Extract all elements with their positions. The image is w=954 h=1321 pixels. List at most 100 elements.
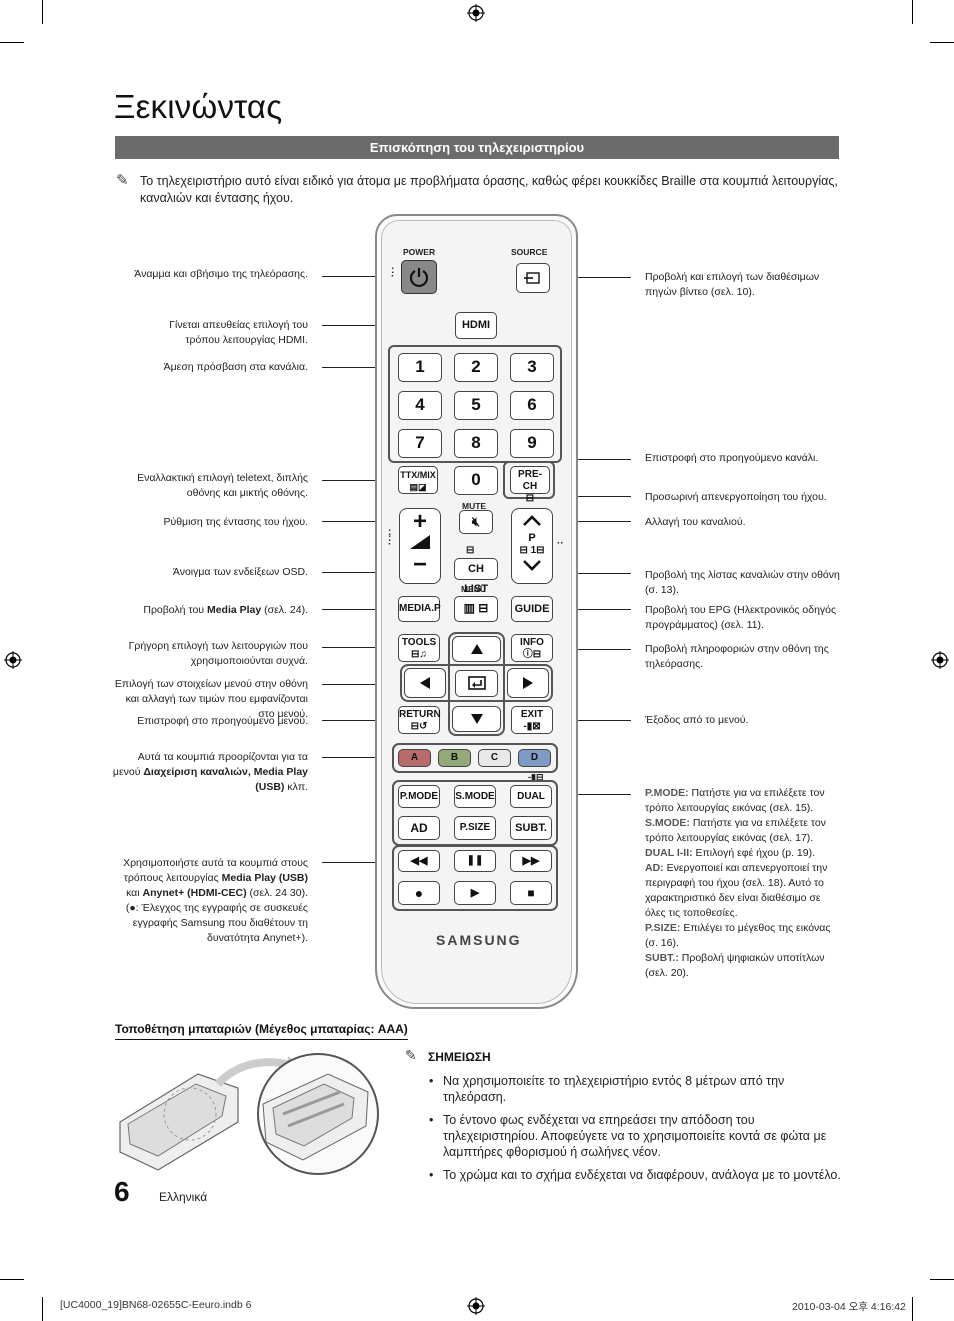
arrow-right-icon xyxy=(523,677,533,689)
play-icon: ▶ xyxy=(470,887,480,899)
number-pad xyxy=(388,345,562,463)
label-media-play: Προβολή του Media Play (σελ. 24). xyxy=(143,604,308,616)
dpad-up-button[interactable] xyxy=(452,636,501,662)
label-tools: Γρήγορη επιλογή των λειτουργιών που χρησ… xyxy=(128,640,308,667)
section-title: Επισκόπηση του τηλεχειριστηρίου xyxy=(115,136,839,159)
channel-guide-icons: ⊟ 1⊟ xyxy=(519,545,545,556)
battery-heading: Τοποθέτηση μπαταριών (Μέγεθος μπαταρίας:… xyxy=(115,1022,408,1040)
digit-2-button[interactable]: 2 xyxy=(454,353,498,382)
samsung-logo: SAMSUNG xyxy=(436,932,522,948)
menu-icon: ▥ ⊟ xyxy=(463,601,489,615)
ad-button[interactable]: AD xyxy=(398,816,440,840)
rewind-icon: ◀◀ xyxy=(410,855,428,867)
label-power: Άναμμα και σβήσιμο της τηλεόρασης. xyxy=(134,268,308,280)
note-heading: ΣΗΜΕΙΩΣΗ xyxy=(428,1050,491,1064)
channel-up-icon xyxy=(523,515,541,526)
battery-illustration xyxy=(119,1053,379,1175)
color-buttons-group xyxy=(392,743,558,773)
digit-5-button[interactable]: 5 xyxy=(454,391,498,420)
label-navigation: Επιλογή των στοιχείων μενού στην οθόνη κ… xyxy=(114,678,308,720)
registration-mark-bottom xyxy=(467,1297,485,1315)
dpad-vertical-frame xyxy=(448,632,505,736)
fast-forward-button[interactable]: ▶▶ xyxy=(510,850,552,872)
arrow-down-icon xyxy=(470,714,483,724)
label-info: Προβολή πληροφοριών στην οθόνη της τηλεό… xyxy=(645,643,829,670)
label-prech: Επιστροφή στο προηγούμενο κανάλι. xyxy=(645,452,819,464)
ch-list-button[interactable]: CH LIST xyxy=(454,558,498,595)
exit-button[interactable]: EXIT-▮⊠ xyxy=(511,706,553,734)
color-a-button[interactable]: A xyxy=(398,749,431,767)
channel-down-icon xyxy=(523,560,541,571)
speaker-mute-icon: 🔇︎ xyxy=(471,514,481,529)
registration-mark-left xyxy=(4,651,22,669)
digit-4-button[interactable]: 4 xyxy=(398,391,442,420)
digit-6-button[interactable]: 6 xyxy=(510,391,554,420)
label-hdmi: Γίνεται απευθείας επιλογή του τρόπου λει… xyxy=(169,319,308,346)
label-return: Επιστροφή στο προηγούμενο μενού. xyxy=(137,715,308,727)
note-item: •Το χρώμα και το σχήμα ενδέχεται να διαφ… xyxy=(429,1168,841,1182)
dpad-down-button[interactable] xyxy=(452,706,501,732)
volume-rocker[interactable]: + − xyxy=(399,508,441,584)
stop-button[interactable]: ■ xyxy=(510,881,552,905)
color-d-button[interactable]: D xyxy=(518,749,551,767)
prech-button[interactable]: PRE-CH⊟ xyxy=(510,466,550,504)
digit-3-button[interactable]: 3 xyxy=(510,353,554,382)
channel-rocker[interactable]: P ⊟ 1⊟ xyxy=(511,508,553,584)
braille-dots-volume: ::· xyxy=(388,527,392,550)
chlist-icon: ⊟ xyxy=(466,545,475,556)
hdmi-button[interactable]: HDMI xyxy=(455,312,497,339)
digit-7-button[interactable]: 7 xyxy=(398,429,442,458)
registration-mark-right xyxy=(931,651,949,669)
dpad-right-button[interactable] xyxy=(507,668,549,698)
power-label: POWER xyxy=(403,247,436,257)
digit-9-button[interactable]: 9 xyxy=(510,429,554,458)
source-button[interactable] xyxy=(516,263,550,293)
digit-1-button[interactable]: 1 xyxy=(398,353,442,382)
page-language: Ελληνικά xyxy=(159,1190,208,1204)
record-button[interactable]: ● xyxy=(398,881,440,905)
page-number: 6 xyxy=(114,1176,130,1207)
source-icon xyxy=(524,272,540,284)
label-exit: Έξοδος από το μενού. xyxy=(645,714,749,726)
mute-button[interactable]: 🔇︎ xyxy=(459,510,493,534)
enter-button[interactable] xyxy=(455,670,498,697)
color-b-button[interactable]: B xyxy=(438,749,471,767)
arrow-up-icon xyxy=(470,644,483,654)
pause-icon: ❚❚ xyxy=(466,855,484,866)
record-icon: ● xyxy=(414,885,424,901)
power-icon xyxy=(409,268,429,288)
p-size-button[interactable]: P.SIZE xyxy=(454,816,496,840)
note-item: •Το έντονο φως ενδέχεται να επηρεάσει τη… xyxy=(429,1113,827,1159)
digit-8-button[interactable]: 8 xyxy=(454,429,498,458)
channel-p-label: P xyxy=(528,532,536,544)
prech-group xyxy=(503,461,555,499)
ttx-mix-button[interactable]: TTX/MIX▤◪ xyxy=(398,466,438,494)
power-button[interactable] xyxy=(401,260,437,294)
guide-button[interactable]: GUIDE xyxy=(511,596,553,622)
play-button[interactable]: ▶ xyxy=(454,881,496,905)
note-item: •Να χρησιμοποιείτε το τηλεχειριστήριο εν… xyxy=(429,1074,785,1104)
digit-0-button[interactable]: 0 xyxy=(454,466,498,495)
menu-button[interactable]: ▥ ⊟ xyxy=(454,596,498,622)
menu-label: MENU xyxy=(461,584,487,594)
note-pencil-icon: ✎ xyxy=(116,172,129,189)
s-mode-button[interactable]: S.MODE xyxy=(454,785,496,808)
p-mode-button[interactable]: P.MODE xyxy=(398,785,440,808)
fast-forward-icon: ▶▶ xyxy=(522,855,540,867)
return-button[interactable]: RETURN⊟↺ xyxy=(398,706,441,734)
volume-ramp-icon xyxy=(410,535,430,549)
tools-button[interactable]: TOOLS⊟♫ xyxy=(398,634,440,662)
playback-buttons-group xyxy=(392,845,558,911)
rewind-button[interactable]: ◀◀ xyxy=(398,850,440,872)
mute-label: MUTE xyxy=(462,501,487,511)
label-chlist: Προβολή της λίστας καναλιών στην οθόνη (… xyxy=(645,569,840,596)
media-p-button[interactable]: MEDIA.P xyxy=(398,596,441,622)
color-c-button[interactable]: C xyxy=(478,749,511,767)
pause-button[interactable]: ❚❚ xyxy=(454,850,496,872)
volume-down-icon: − xyxy=(412,551,427,578)
subt-button[interactable]: SUBT. xyxy=(510,816,552,840)
dpad-left-button[interactable] xyxy=(404,668,446,698)
page-title: Ξεκινώντας xyxy=(114,88,283,125)
dual-button[interactable]: DUAL xyxy=(510,785,552,808)
